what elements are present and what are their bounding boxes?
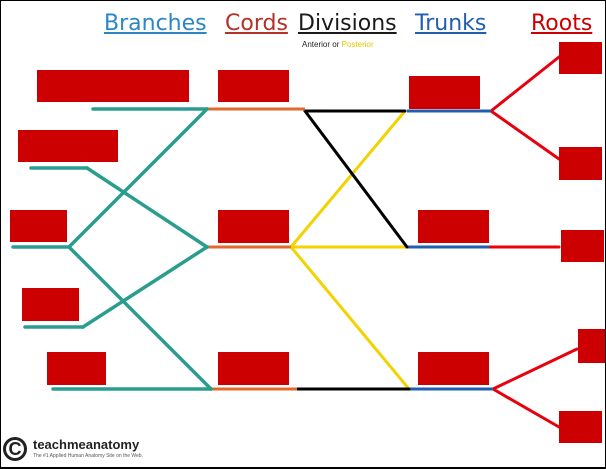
- anterior-from-middle: [303, 109, 409, 249]
- posterior-division-lines: [289, 109, 411, 391]
- label-box-cord-posterior[interactable]: [218, 210, 289, 243]
- root-c6: [489, 109, 561, 161]
- root-c5: [489, 55, 561, 113]
- heading-roots: Roots: [531, 11, 593, 36]
- axillary-to-posterior: [85, 166, 209, 249]
- anterior-label: Anterior: [302, 40, 331, 49]
- label-box-root-1[interactable]: [559, 42, 602, 74]
- label-box-branch-2[interactable]: [18, 130, 118, 162]
- lateral-to-median: [67, 107, 209, 249]
- heading-trunks: Trunks: [415, 11, 487, 36]
- logo-tagline: The #1 Applied Human Anatomy Site on the…: [33, 453, 143, 459]
- root-lines: [487, 55, 579, 429]
- cord-lines: [207, 107, 305, 391]
- label-box-cord-medial[interactable]: [218, 352, 289, 385]
- divisions-subtitle: Anterior or Posterior: [302, 40, 374, 49]
- label-box-trunk-superior[interactable]: [409, 76, 480, 109]
- label-box-root-5[interactable]: [559, 411, 602, 443]
- label-box-root-3[interactable]: [561, 230, 604, 262]
- heading-branches: Branches: [104, 11, 207, 36]
- copyright-icon: C: [3, 437, 27, 461]
- label-box-root-2[interactable]: [559, 147, 602, 180]
- heading-cords: Cords: [225, 11, 288, 36]
- posterior-label: Posterior: [341, 40, 374, 49]
- median-to-medial: [67, 245, 213, 391]
- posterior-from-superior: [289, 109, 407, 249]
- label-box-branch-4[interactable]: [22, 288, 79, 321]
- label-box-root-4[interactable]: [578, 329, 605, 363]
- label-box-trunk-inferior[interactable]: [418, 352, 489, 385]
- branch-lines: [11, 107, 213, 391]
- trunk-lines: [407, 109, 493, 391]
- label-box-trunk-middle[interactable]: [418, 210, 489, 243]
- heading-divisions: Divisions: [298, 11, 397, 36]
- or-label: or: [332, 40, 340, 49]
- posterior-to-radial: [81, 245, 209, 329]
- label-box-cord-lateral[interactable]: [218, 70, 289, 102]
- teachmeanatomy-logo: C teachmeanatomy The #1 Applied Human An…: [3, 437, 143, 461]
- root-t1: [491, 387, 561, 429]
- posterior-from-inferior: [289, 245, 411, 391]
- anterior-division-lines: [295, 109, 411, 391]
- label-box-branch-1[interactable]: [37, 70, 189, 102]
- root-c8: [491, 347, 579, 391]
- logo-brand: teachmeanatomy: [33, 437, 140, 452]
- label-box-branch-5[interactable]: [47, 352, 106, 385]
- label-box-branch-3[interactable]: [10, 210, 67, 242]
